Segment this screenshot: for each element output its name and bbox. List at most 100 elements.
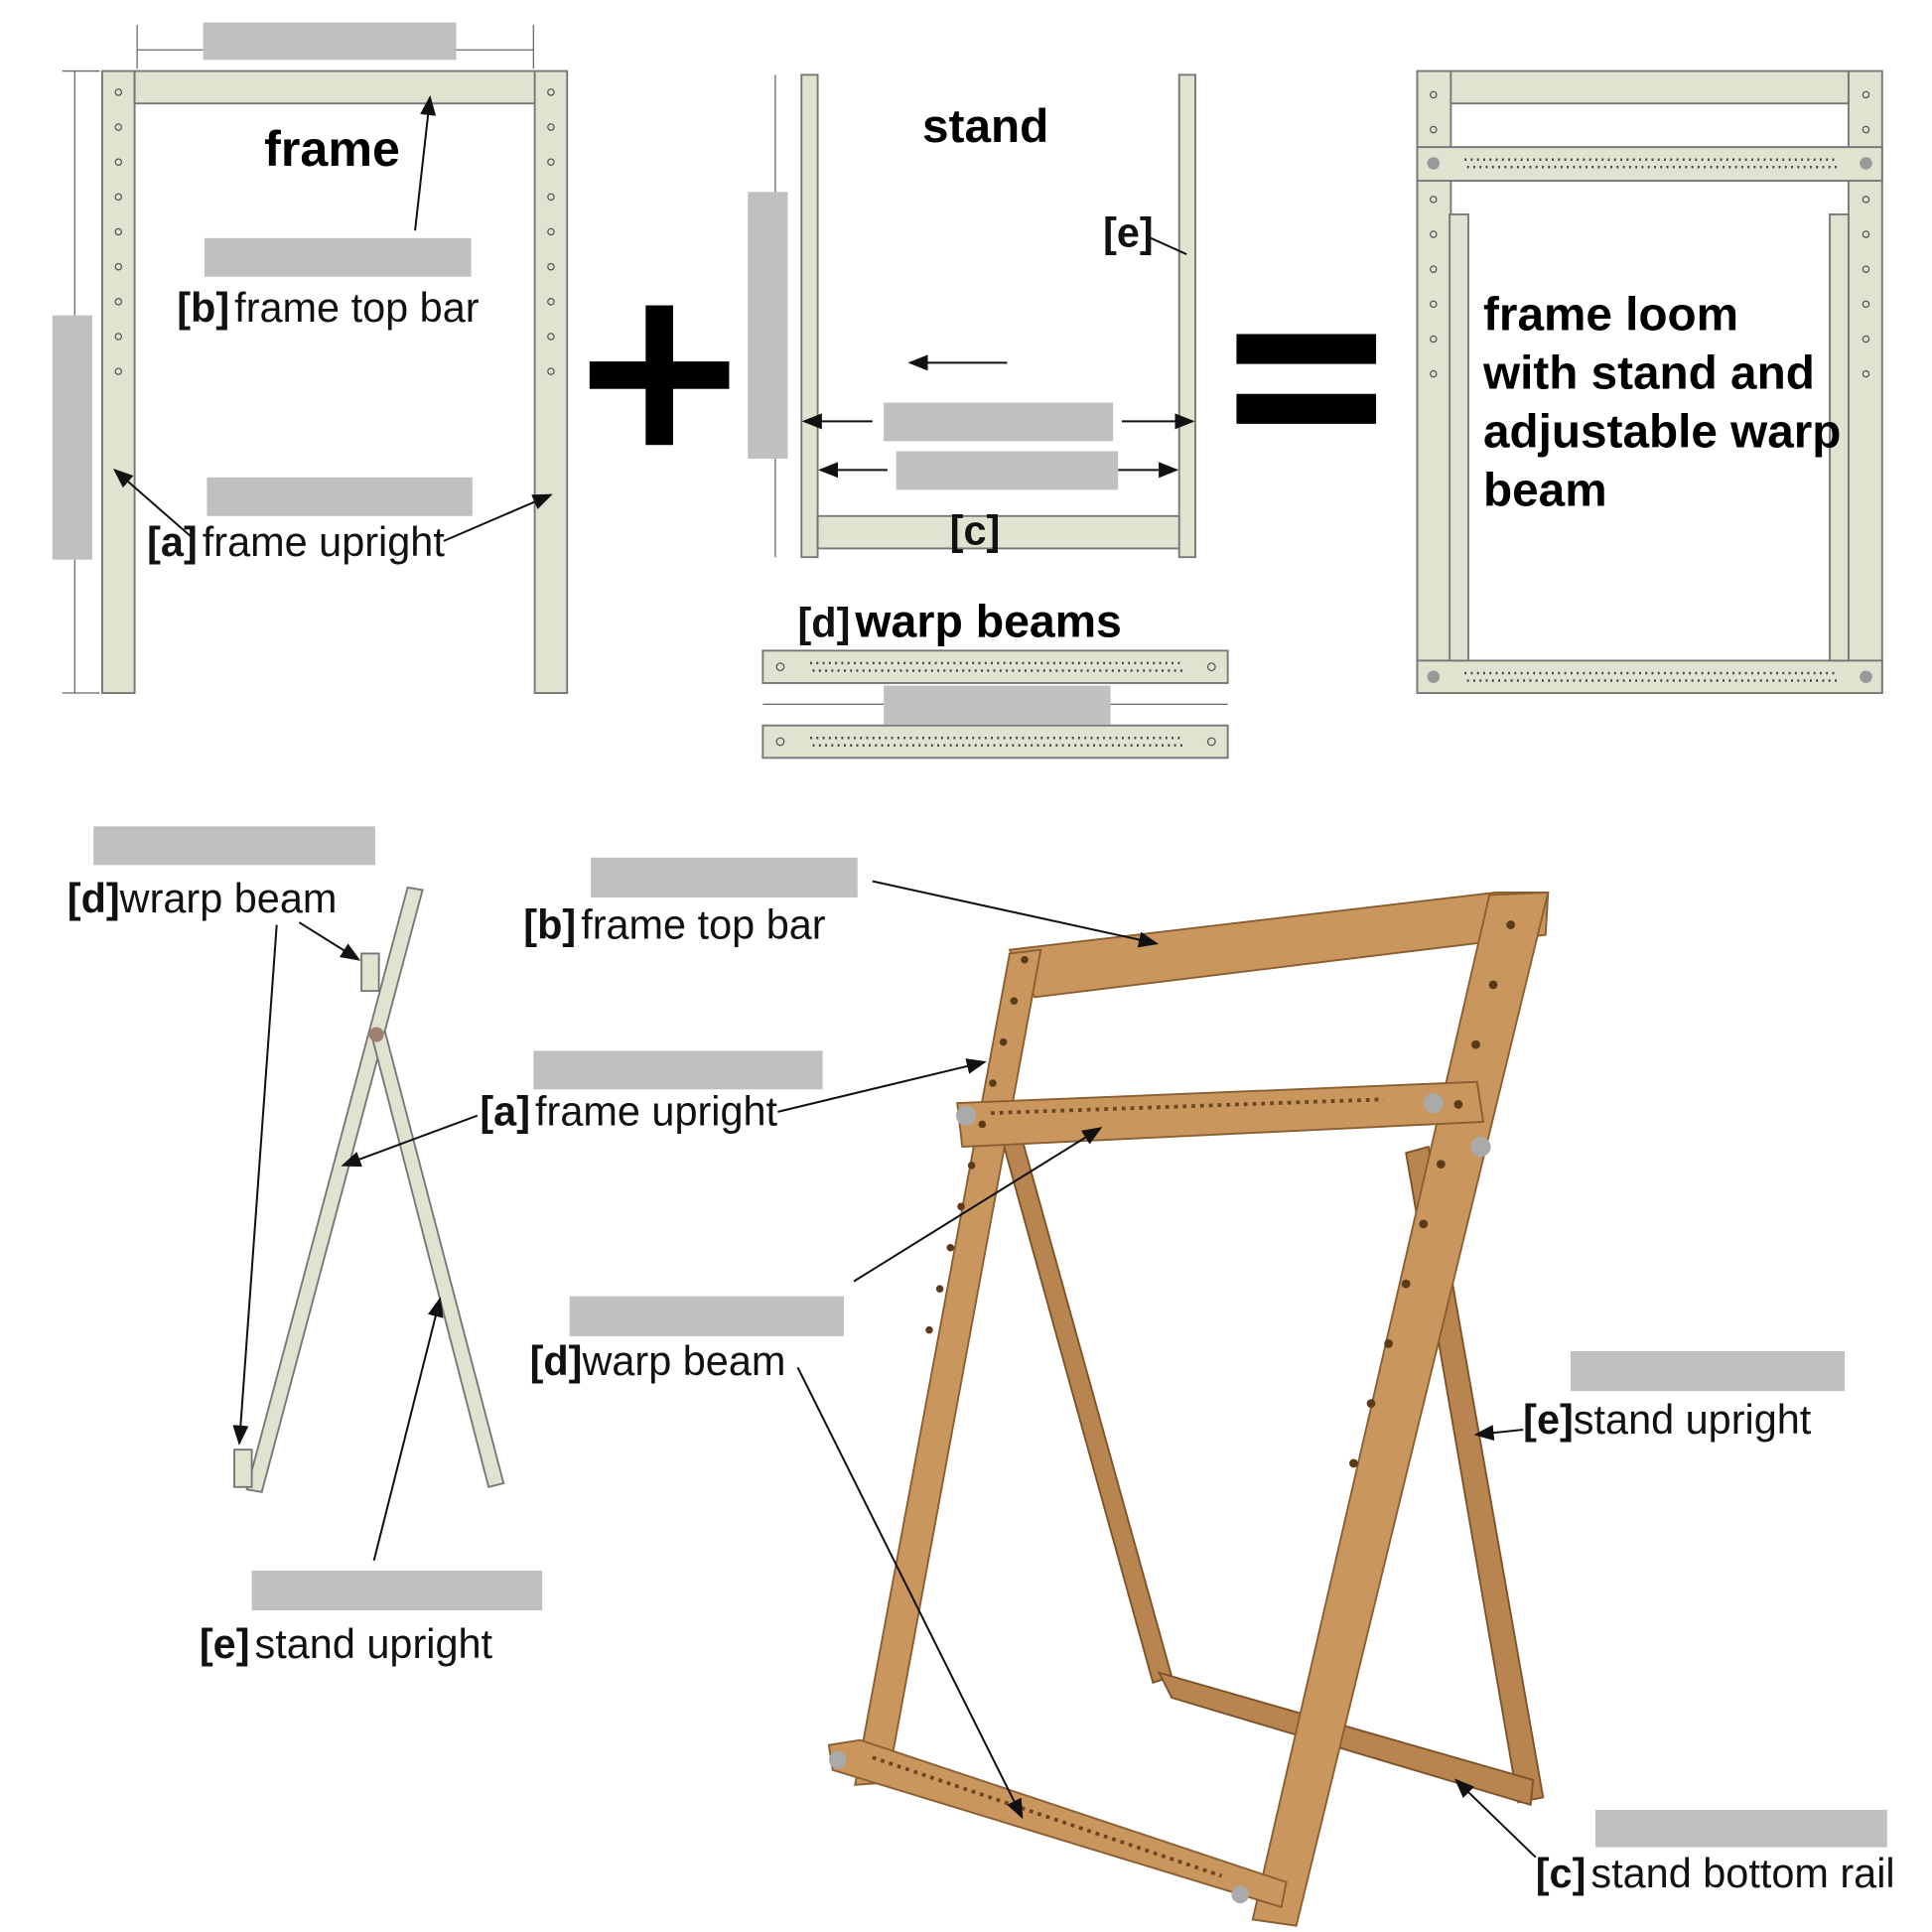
peg-hole	[1862, 90, 1870, 99]
stand-tag-c: [c]	[950, 507, 1001, 554]
frame-drawing: frame [b] frame top bar [a] frame uprigh…	[52, 22, 569, 694]
peg-hole	[1010, 997, 1019, 1005]
photo-stand-upright-label: [e]stand upright	[1523, 1396, 1812, 1443]
peg-hole	[1366, 1399, 1376, 1409]
peg-hole	[114, 262, 123, 271]
stand-title: stand	[922, 100, 1048, 153]
stand-bottom-rail	[816, 514, 1180, 550]
peg-hole	[946, 1243, 955, 1252]
plus-sign	[589, 305, 730, 446]
redacted-dimension	[748, 192, 788, 460]
peg-hole	[1430, 369, 1438, 378]
peg-hole	[114, 227, 123, 236]
peg-hole	[114, 367, 123, 375]
peg-hole	[1430, 125, 1438, 134]
peg-hole	[547, 367, 555, 375]
redacted-dimension	[569, 1296, 844, 1336]
redacted-dimension	[204, 237, 472, 277]
loom-photo: [b] frame top bar [d]warp beam [e]stand …	[523, 857, 1895, 1927]
peg-hole	[547, 158, 555, 166]
redacted-dimension	[93, 826, 375, 866]
peg-hole	[1401, 1279, 1411, 1289]
side-warp-beam-label: [d]wrarp beam	[68, 875, 338, 921]
peg-hole	[114, 193, 123, 202]
photo-warp-beam-bottom	[827, 1738, 1288, 1909]
photo-frame-top-bar-label: [b] frame top bar	[523, 900, 825, 947]
peg-hole	[114, 158, 123, 166]
frame-title: frame	[264, 121, 400, 177]
peg-hole	[114, 123, 123, 131]
wing-nut-icon	[1860, 670, 1872, 684]
warp-beams-title: [d] warp beams	[798, 596, 1122, 647]
photo-frame-upright-left	[854, 948, 1042, 1786]
frame-top-bar	[133, 69, 536, 105]
peg-hole	[1419, 1219, 1429, 1229]
warp-beam	[761, 724, 1229, 759]
peg-hole	[1430, 90, 1438, 99]
peg-hole	[1430, 335, 1438, 344]
peg-hole	[978, 1120, 987, 1129]
peg-hole	[1021, 955, 1029, 964]
peg-hole	[114, 88, 123, 96]
frame-top-bar-label: [b] frame top bar	[177, 284, 479, 331]
wing-nut-icon	[828, 1750, 847, 1769]
wing-nut-icon	[1231, 1885, 1249, 1904]
peg-hole	[1862, 335, 1870, 344]
peg-hole	[1384, 1339, 1394, 1348]
wing-nut-icon	[1427, 157, 1441, 170]
peg-hole	[547, 88, 555, 96]
peg-hole	[547, 227, 555, 236]
wing-nut-icon	[1470, 1137, 1491, 1158]
peg-hole	[547, 262, 555, 271]
frame-upright-label: [a] frame upright	[147, 518, 445, 565]
peg-hole	[925, 1325, 933, 1334]
peg-hole	[1430, 265, 1438, 273]
wing-nut-icon	[1423, 1093, 1444, 1114]
peg-hole	[1488, 980, 1498, 990]
peg-hole	[547, 193, 555, 202]
photo-stand-bottom-rail	[1157, 1671, 1535, 1807]
peg-hole	[935, 1285, 944, 1293]
peg-hole	[1430, 196, 1438, 204]
peg-hole	[1506, 920, 1516, 929]
peg-hole	[1430, 300, 1438, 309]
peg-hole	[547, 298, 555, 306]
frame-upright-right	[533, 69, 569, 694]
peg-hole	[1436, 1160, 1446, 1170]
stand-drawing: stand [e] [c]	[748, 73, 1196, 559]
peg-hole	[999, 1037, 1008, 1046]
redacted-dimension	[1570, 1350, 1846, 1392]
redacted-dimension	[884, 402, 1114, 442]
peg-hole	[989, 1079, 997, 1087]
stand-upright-right	[1177, 73, 1196, 559]
photo-warp-beam-top	[956, 1080, 1485, 1149]
stand-upright-left	[800, 73, 819, 559]
peg-hole	[547, 333, 555, 341]
wing-nut-icon	[1860, 157, 1872, 170]
redacted-dimension	[884, 685, 1111, 725]
side-view-drawing: [d]wrarp beam [a] frame upright [e] stan…	[68, 826, 987, 1667]
photo-stand-bottom-rail-label: [c] stand bottom rail	[1536, 1850, 1895, 1896]
redacted-dimension	[207, 477, 473, 516]
peg-hole	[547, 123, 555, 131]
wing-nut-icon	[955, 1105, 977, 1126]
peg-hole	[1430, 230, 1438, 238]
peg-hole	[1471, 1039, 1480, 1049]
peg-hole	[114, 333, 123, 341]
peg-hole	[957, 1202, 965, 1211]
redacted-dimension	[1595, 1809, 1887, 1848]
peg-hole	[1862, 369, 1870, 378]
peg-hole	[114, 298, 123, 306]
photo-frame-top-bar	[1008, 891, 1550, 999]
peg-hole	[1862, 265, 1870, 273]
side-frame-upright-label: [a] frame upright	[480, 1088, 777, 1135]
peg-hole	[1349, 1458, 1358, 1468]
peg-hole	[1862, 300, 1870, 309]
redacted-dimension	[533, 1050, 823, 1090]
peg-hole	[1862, 196, 1870, 204]
peg-hole	[1453, 1099, 1463, 1109]
result-title: frame loom with stand and adjustable war…	[1482, 289, 1855, 517]
redacted-dimension	[52, 315, 92, 560]
peg-hole	[967, 1162, 976, 1170]
